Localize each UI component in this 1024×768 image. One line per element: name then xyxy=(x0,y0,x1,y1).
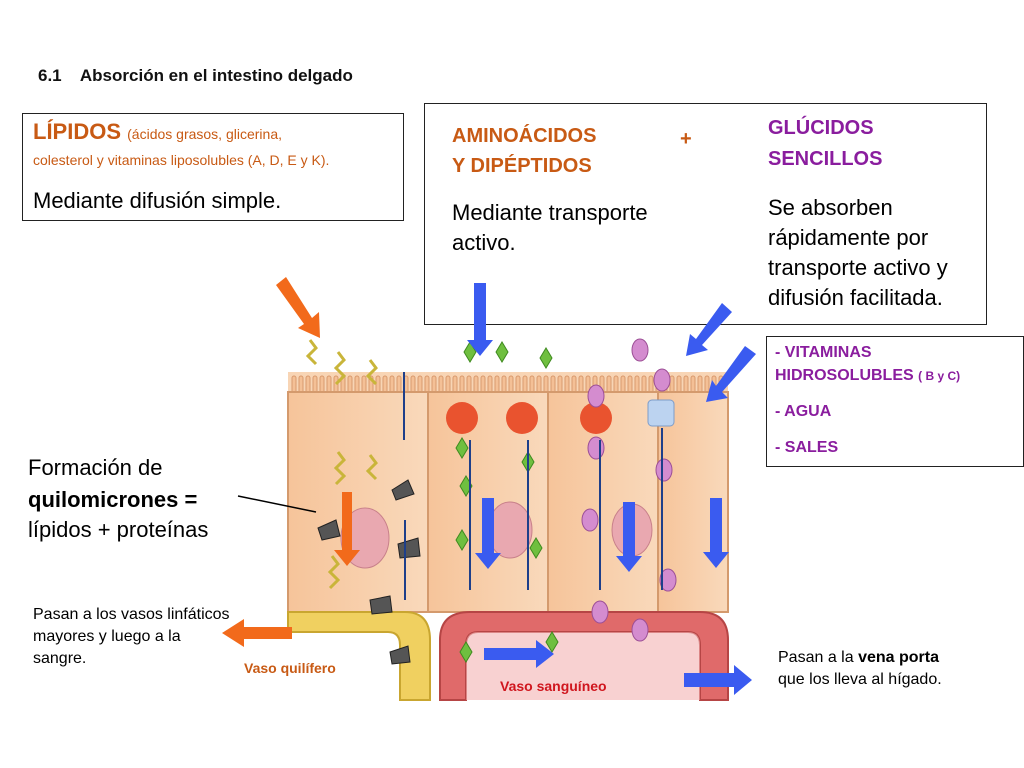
blue-arrow-1 xyxy=(475,498,501,569)
quilomicrones-pointer xyxy=(237,495,317,513)
lipidos-heading: LÍPIDOS xyxy=(33,119,122,144)
vena-porta-line2: que los lleva al hígado. xyxy=(778,671,942,688)
vena-porta-bold: vena porta xyxy=(858,649,939,666)
glucidos-body: Se absorben rápidamente por transporte a… xyxy=(768,195,948,310)
sencillos-heading: SENCILLOS xyxy=(768,148,883,170)
aminoacidos-heading: AMINOÁCIDOS xyxy=(452,125,597,147)
transporters xyxy=(446,399,675,434)
formacion-label: Formación de xyxy=(28,455,163,480)
vitaminas-line1: - VITAMINAS xyxy=(775,344,872,361)
blue-arrow-sanguineo xyxy=(484,640,554,668)
hidrosolubles-label: HIDROSOLUBLES xyxy=(775,367,914,384)
quilomicrones-label: quilomicrones = xyxy=(28,487,198,512)
vaso-quilifero-label: Vaso quilífero xyxy=(244,660,336,676)
vena-porta-pre: Pasan a la xyxy=(778,649,859,666)
glucidos-heading: GLÚCIDOS xyxy=(768,117,874,139)
vitaminas-line2: HIDROSOLUBLES ( B y C) xyxy=(775,367,960,385)
agua-label: - AGUA xyxy=(775,403,832,420)
internal-flow-arrows xyxy=(403,372,663,600)
sales-label: - SALES xyxy=(775,439,839,456)
orange-arrow-lipidos xyxy=(276,277,320,338)
orange-arrow-linfaticos xyxy=(222,619,292,647)
blue-arrow-vitaminas xyxy=(706,346,756,402)
blue-arrows xyxy=(467,283,756,695)
blue-arrow-glucidos xyxy=(686,303,732,356)
orange-arrow-quilomicrones xyxy=(334,492,360,566)
blue-arrow-3 xyxy=(703,498,729,568)
dipeptidos-heading: Y DIPÉPTIDOS xyxy=(452,155,592,177)
blue-arrow-amino xyxy=(467,283,493,356)
aminoacidos-body: Mediante transporte activo. xyxy=(452,200,648,255)
lipidos-heading-line: LÍPIDOS (ácidos grasos, glicerina, xyxy=(33,119,282,147)
hidrosolubles-note: ( B y C) xyxy=(918,369,961,383)
lipidos-proteinas-label: lípidos + proteínas xyxy=(28,517,209,542)
lipidos-sub-b: colesterol y vitaminas liposolubles (A, … xyxy=(33,152,330,168)
page-title: 6.1 Absorción en el intestino delgado xyxy=(38,66,353,85)
vaso-sanguineo-label: Vaso sanguíneo xyxy=(500,678,607,694)
lipid-molecules xyxy=(305,339,378,590)
channel-icon xyxy=(647,399,675,427)
blue-arrow-vena-porta xyxy=(684,665,752,695)
aminoacidos-plus: + xyxy=(680,128,692,150)
blue-arrow-2 xyxy=(616,502,642,572)
vena-porta-line1: Pasan a la vena porta xyxy=(778,649,939,667)
aminoacidos-glucidos-box xyxy=(424,103,987,325)
lipidos-box xyxy=(22,113,404,221)
quilomicrones xyxy=(317,479,421,665)
nucleus xyxy=(487,501,533,559)
linfaticos-text: Pasan a los vasos linfáticos mayores y l… xyxy=(33,606,230,667)
lipidos-body: Mediante difusión simple. xyxy=(33,188,282,213)
lipidos-sub-a: (ácidos grasos, glicerina, xyxy=(127,126,282,142)
orange-arrows xyxy=(222,277,360,647)
sugar-molecules xyxy=(581,338,677,642)
